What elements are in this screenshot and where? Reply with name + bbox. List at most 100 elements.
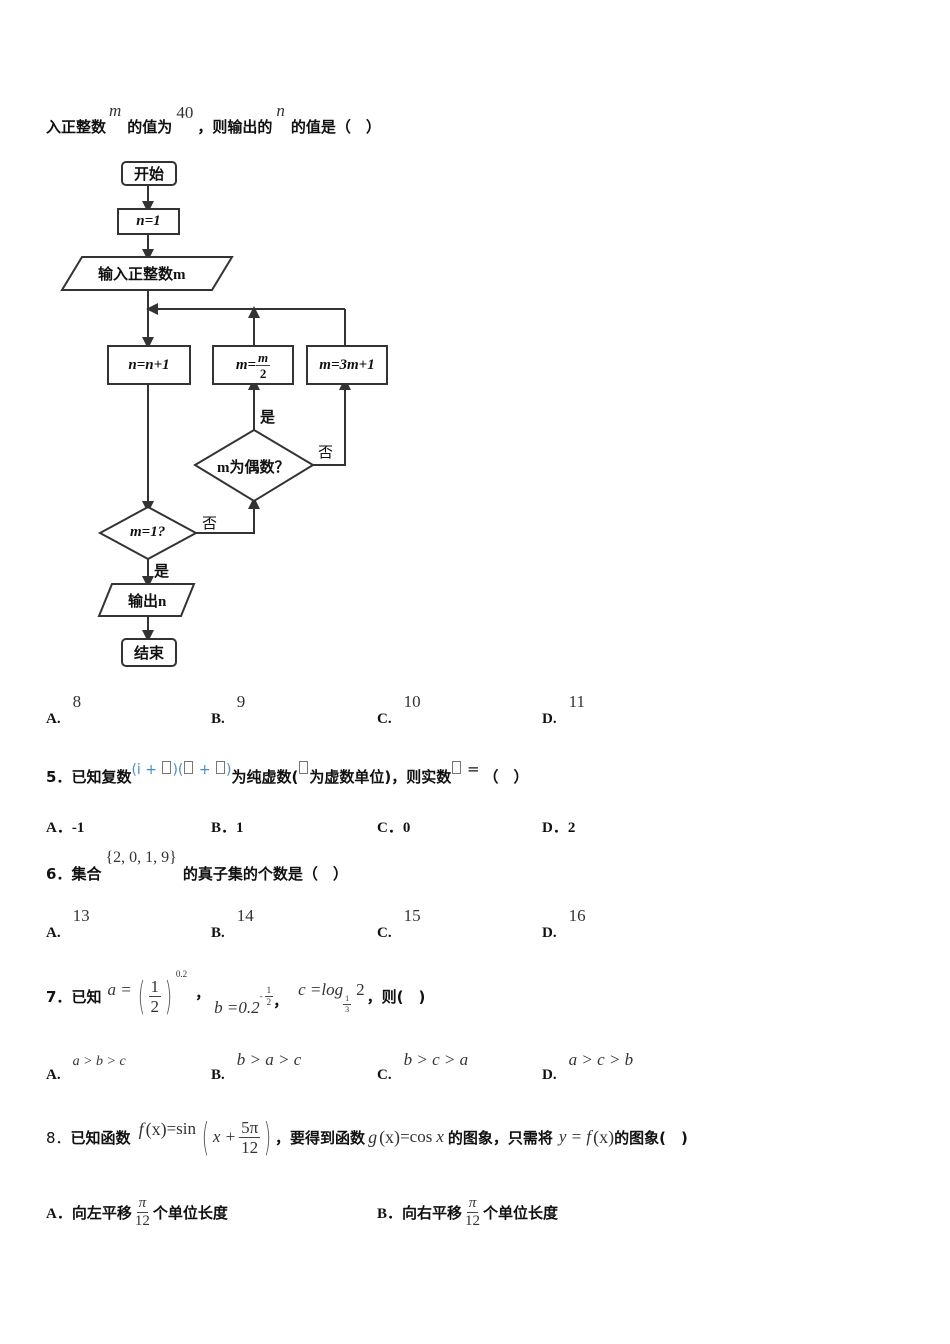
option-c[interactable]: C. 15: [377, 906, 421, 941]
option-label: C.: [377, 925, 392, 941]
option-value: 0: [402, 820, 411, 836]
halve-lhs: m=: [235, 356, 257, 373]
option-value: -1: [71, 820, 85, 836]
option-b[interactable]: B.14: [211, 906, 254, 941]
option-prefix: 向左平移: [71, 1204, 132, 1222]
question-number: 5．: [46, 768, 72, 786]
init-label: n=1: [136, 213, 161, 229]
yes-label-even: 是: [260, 410, 276, 426]
triple-node: m=3m+1: [306, 345, 388, 385]
a-exponent: 0.2: [175, 969, 188, 979]
stem-text: 为纯虚数(: [231, 768, 299, 786]
question-number: 7．: [46, 987, 72, 1006]
option-b[interactable]: B.b > a > c: [211, 1050, 302, 1083]
option-c[interactable]: C.b > c > a: [377, 1050, 468, 1083]
option-label: C．: [377, 820, 403, 836]
c-argument: 2: [356, 980, 365, 999]
set-expression: {2, 0, 1, 9}: [105, 849, 177, 866]
option-prefix: 向右平移: [402, 1204, 463, 1222]
f-name: f: [138, 1118, 144, 1139]
option-value: 1: [236, 820, 244, 836]
a-numerator: 1: [148, 976, 162, 997]
option-value: 13: [72, 906, 90, 925]
missing-glyph-icon: [184, 761, 194, 774]
option-label: B．: [211, 820, 237, 836]
stem-text: ，则( ): [366, 987, 426, 1006]
even-check-label: m为偶数？: [217, 460, 290, 476]
yes-label-one: 是: [154, 564, 170, 580]
output-node-label: 输出n: [128, 594, 167, 610]
halve-numerator: m: [256, 349, 271, 366]
increment-node: n=n+1: [107, 345, 191, 385]
option-d[interactable]: D．2: [542, 816, 575, 837]
b-exp-num: 1: [264, 984, 274, 997]
option-label: D.: [542, 925, 557, 941]
equals-sign: =: [462, 760, 480, 778]
option-a[interactable]: A．-1: [46, 816, 84, 837]
question-5-stem: 5．已知复数(i + )( + )为纯虚数(为虚数单位)，则实数 =（ ）: [46, 758, 529, 786]
option-a[interactable]: A.8: [46, 692, 82, 727]
option-value: 15: [403, 906, 421, 925]
value-40: 40: [176, 103, 194, 122]
expr-part: (i +: [131, 762, 162, 778]
option-suffix: 个单位长度: [483, 1204, 559, 1222]
option-d[interactable]: D.a > c > b: [542, 1050, 633, 1083]
option-value: 9: [236, 692, 246, 711]
option-label: B．: [377, 1206, 403, 1222]
triple-label: m=3m+1: [319, 356, 375, 373]
left-paren: (: [201, 1115, 210, 1159]
option-value: 8: [72, 692, 82, 711]
stem-text: 已知复数: [71, 768, 132, 786]
c-expression: c =log: [298, 980, 343, 1000]
expr-part: +: [194, 762, 216, 778]
stem-text: 集合: [71, 865, 102, 883]
fraction-denominator: 12: [134, 1213, 150, 1229]
option-value: b > a > c: [236, 1050, 302, 1069]
right-paren: ): [263, 1115, 272, 1159]
option-c[interactable]: C.10: [377, 692, 421, 727]
b-lhs: b =0.2: [214, 998, 260, 1017]
missing-glyph-icon: [216, 761, 226, 774]
stem-text: 的图象( ): [614, 1128, 688, 1147]
option-value: 11: [568, 692, 585, 711]
no-label-even: 否: [318, 445, 334, 461]
start-label: 开始: [133, 167, 164, 183]
stem-text: ，则输出的: [197, 118, 273, 136]
left-paren: (: [137, 974, 145, 1018]
option-b[interactable]: B. 9: [211, 692, 246, 727]
option-label: D．: [542, 820, 568, 836]
option-d[interactable]: D.16: [542, 906, 586, 941]
option-label: A.: [46, 1067, 61, 1083]
stem-text: 的值为: [127, 118, 173, 136]
option-d[interactable]: D.11: [542, 692, 585, 727]
option-a[interactable]: A.a > b > c: [46, 1050, 126, 1083]
input-node-label: 输入正整数m: [98, 267, 186, 283]
fraction-denominator: 12: [465, 1213, 481, 1229]
option-a[interactable]: A.13: [46, 906, 90, 941]
option-label: C.: [377, 1067, 392, 1083]
g-x: x: [436, 1127, 444, 1146]
stem-text: 的值是（ ）: [290, 118, 381, 136]
c-lhs: c =log: [298, 980, 344, 999]
stem-text: ，要得到函数: [275, 1128, 366, 1147]
b-exp-den: 2: [266, 996, 272, 1007]
expr-part: ): [226, 762, 232, 778]
y-argument: (x): [593, 1126, 615, 1147]
c-base-num: 1: [343, 993, 352, 1005]
option-c[interactable]: C．0: [377, 816, 410, 837]
fraction-numerator: π: [136, 1195, 149, 1213]
option-b[interactable]: B．1: [211, 816, 244, 837]
input-parallelogram: [60, 256, 234, 291]
option-label: B.: [211, 711, 225, 727]
stem-text: 已知函数: [70, 1128, 131, 1147]
